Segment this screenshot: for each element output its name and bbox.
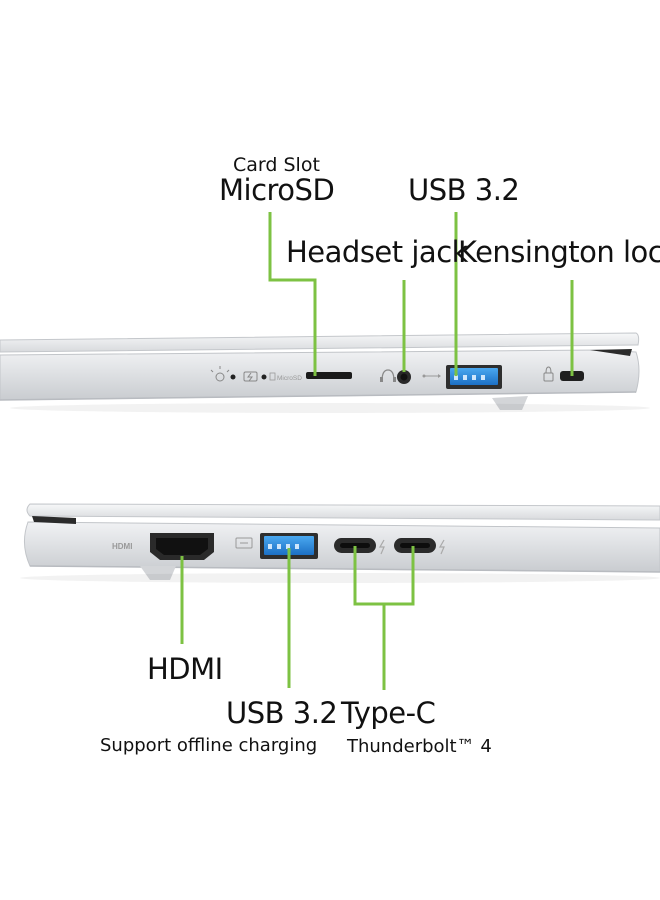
headset-jack-label: Headset jack — [286, 235, 468, 269]
microsd-card-icon — [269, 372, 276, 381]
usb-a-port-bottom — [260, 533, 318, 559]
hdmi-port — [150, 533, 214, 560]
typec-label: Type-C — [341, 696, 436, 730]
power-led-icon — [230, 374, 236, 380]
thunderbolt-caption: Thunderbolt™ 4 — [347, 736, 492, 757]
usb-charge-icon — [235, 537, 253, 549]
lock-icon — [543, 366, 554, 382]
thunderbolt-icon-1 — [378, 539, 385, 555]
microsd-marking: MicroSD — [277, 375, 302, 382]
microsd-slot — [306, 372, 352, 379]
usb-a-port-top — [446, 365, 502, 389]
headset-icon — [380, 369, 396, 382]
battery-indicator-icon — [243, 371, 258, 382]
light-indicator-icon — [210, 366, 230, 382]
bottom-callout-lines — [180, 546, 415, 690]
usb-top-label: USB 3.2 — [408, 173, 520, 207]
card-slot-caption: Card Slot — [233, 154, 320, 176]
kensington-lock-label: Kensington lock — [458, 235, 660, 269]
hdmi-label: HDMI — [147, 652, 223, 686]
top-callout-lines — [268, 212, 574, 376]
usb-symbol-icon — [422, 374, 441, 378]
usb-bottom-label: USB 3.2 — [226, 696, 338, 730]
typec-port-2 — [394, 538, 436, 553]
usb-bottom-caption: Support offline charging — [100, 735, 318, 756]
microsd-label: MicroSD — [219, 173, 335, 207]
typec-port-1 — [334, 538, 376, 553]
battery-led-icon — [261, 374, 267, 380]
thunderbolt-icon-2 — [438, 539, 445, 555]
hdmi-marking: HDMI — [112, 542, 132, 551]
